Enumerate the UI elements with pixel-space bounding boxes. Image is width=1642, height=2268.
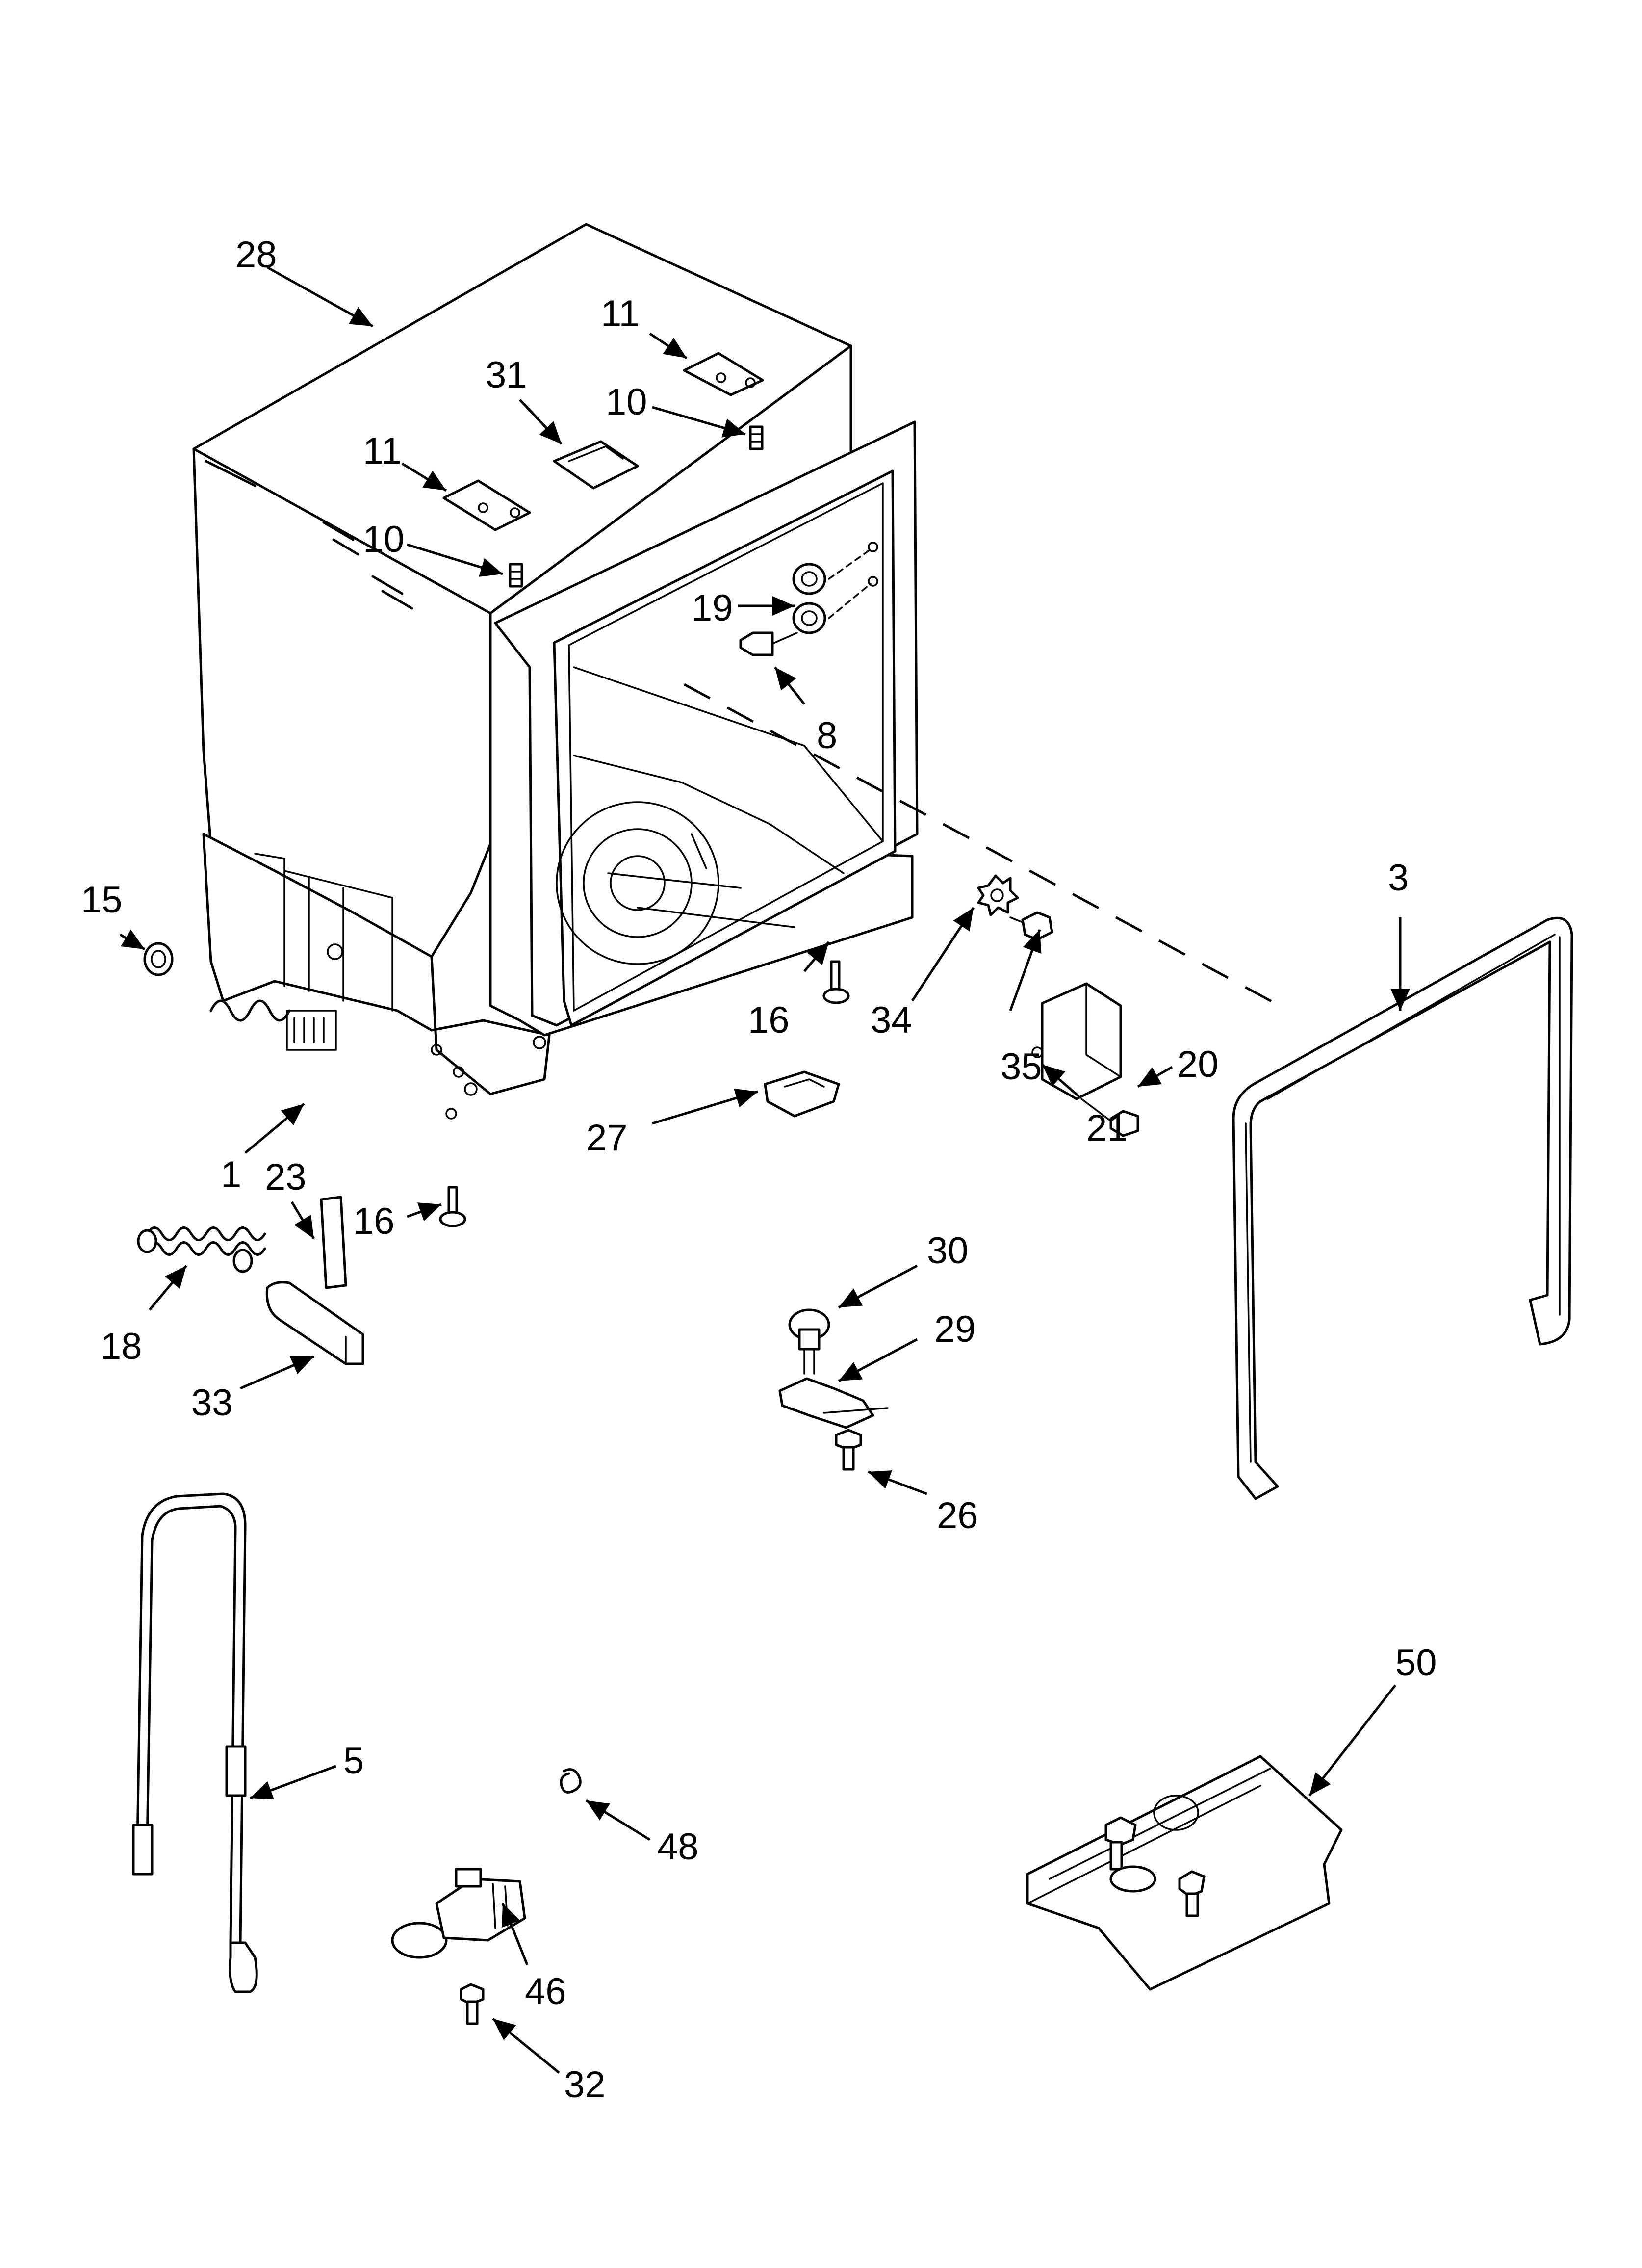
screw-10-left — [509, 563, 523, 588]
callout-10-lower: 10 — [363, 519, 405, 560]
screw-26 — [835, 1429, 862, 1471]
callout-34: 34 — [871, 999, 912, 1041]
screw-10-right — [749, 425, 764, 450]
callout-1: 1 — [221, 1154, 241, 1196]
foot-16-lower — [439, 1186, 466, 1227]
sensor-30 — [788, 1308, 830, 1375]
callout-5: 5 — [343, 1740, 364, 1782]
spring-48 — [560, 1768, 582, 1794]
callout-11-upper: 11 — [601, 293, 640, 335]
pad-33 — [265, 1281, 364, 1365]
callout-48: 48 — [657, 1826, 699, 1868]
bracket-11-left — [442, 479, 531, 531]
callout-8: 8 — [817, 715, 837, 756]
bracket-29 — [778, 1377, 889, 1429]
callout-20: 20 — [1177, 1043, 1219, 1085]
callout-46: 46 — [525, 1971, 566, 2012]
callout-30: 30 — [927, 1230, 969, 1272]
screw-8 — [739, 631, 798, 656]
clip-27 — [764, 1070, 840, 1118]
bracket-21 — [1031, 982, 1122, 1100]
assembly-dash-line — [683, 683, 1276, 1005]
foot-16-upper — [822, 960, 850, 1004]
parts-bag-50 — [1026, 1755, 1343, 1991]
leader-lines — [119, 266, 1410, 2074]
screw-32 — [460, 1983, 485, 2025]
washer-34 — [977, 874, 1019, 916]
strip-23 — [320, 1196, 347, 1289]
valve-46 — [391, 1868, 526, 1959]
callout-18: 18 — [101, 1326, 142, 1367]
hose-5 — [132, 1492, 258, 1993]
callout-15: 15 — [81, 879, 123, 921]
screw-35 — [1009, 911, 1053, 941]
callout-31: 31 — [486, 354, 527, 396]
callout-23: 23 — [265, 1156, 307, 1198]
callout-11-lower: 11 — [363, 430, 402, 472]
spring-18 — [137, 1226, 266, 1273]
tub-assembly — [192, 223, 919, 1120]
callout-32: 32 — [564, 2064, 606, 2106]
callout-26: 26 — [937, 1495, 978, 1537]
callout-16-lower: 16 — [353, 1200, 395, 1242]
roller-19 — [792, 542, 878, 634]
callout-labels: 28 11 31 10 11 10 19 8 15 3 16 34 20 35 … — [81, 234, 1437, 2106]
callout-35: 35 — [1001, 1046, 1042, 1088]
callout-28: 28 — [235, 234, 277, 276]
callout-21: 21 — [1086, 1107, 1128, 1149]
callout-27: 27 — [586, 1117, 628, 1159]
callout-3: 3 — [1388, 857, 1409, 899]
bracket-11-right — [683, 352, 764, 396]
callout-19: 19 — [692, 587, 733, 629]
callout-29: 29 — [934, 1308, 976, 1350]
plug-15 — [143, 942, 174, 976]
callout-10-upper: 10 — [606, 381, 647, 423]
callout-16-upper: 16 — [748, 999, 790, 1041]
door-seal-3 — [1232, 916, 1573, 1500]
callout-50: 50 — [1395, 1642, 1437, 1684]
screw-20 — [1080, 1098, 1139, 1137]
callout-33: 33 — [191, 1382, 233, 1424]
